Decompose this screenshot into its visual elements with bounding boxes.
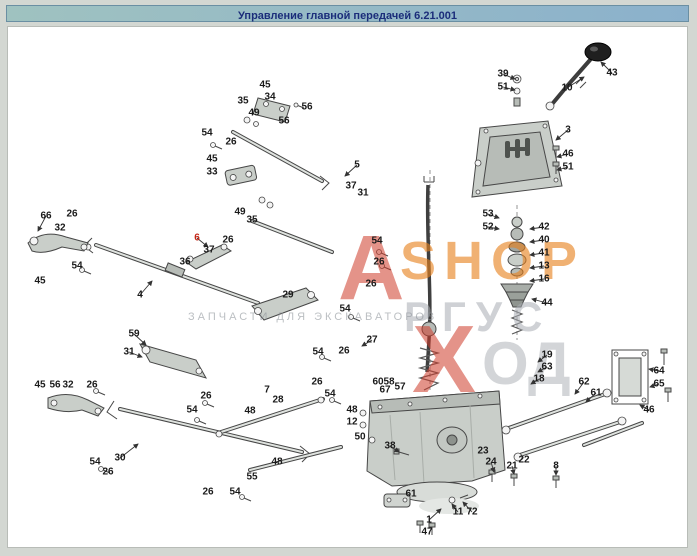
title-bar: Управление главной передачей 6.21.001 bbox=[6, 5, 689, 22]
page-title: Управление главной передачей 6.21.001 bbox=[238, 10, 457, 22]
diagram-canvas bbox=[7, 26, 688, 548]
